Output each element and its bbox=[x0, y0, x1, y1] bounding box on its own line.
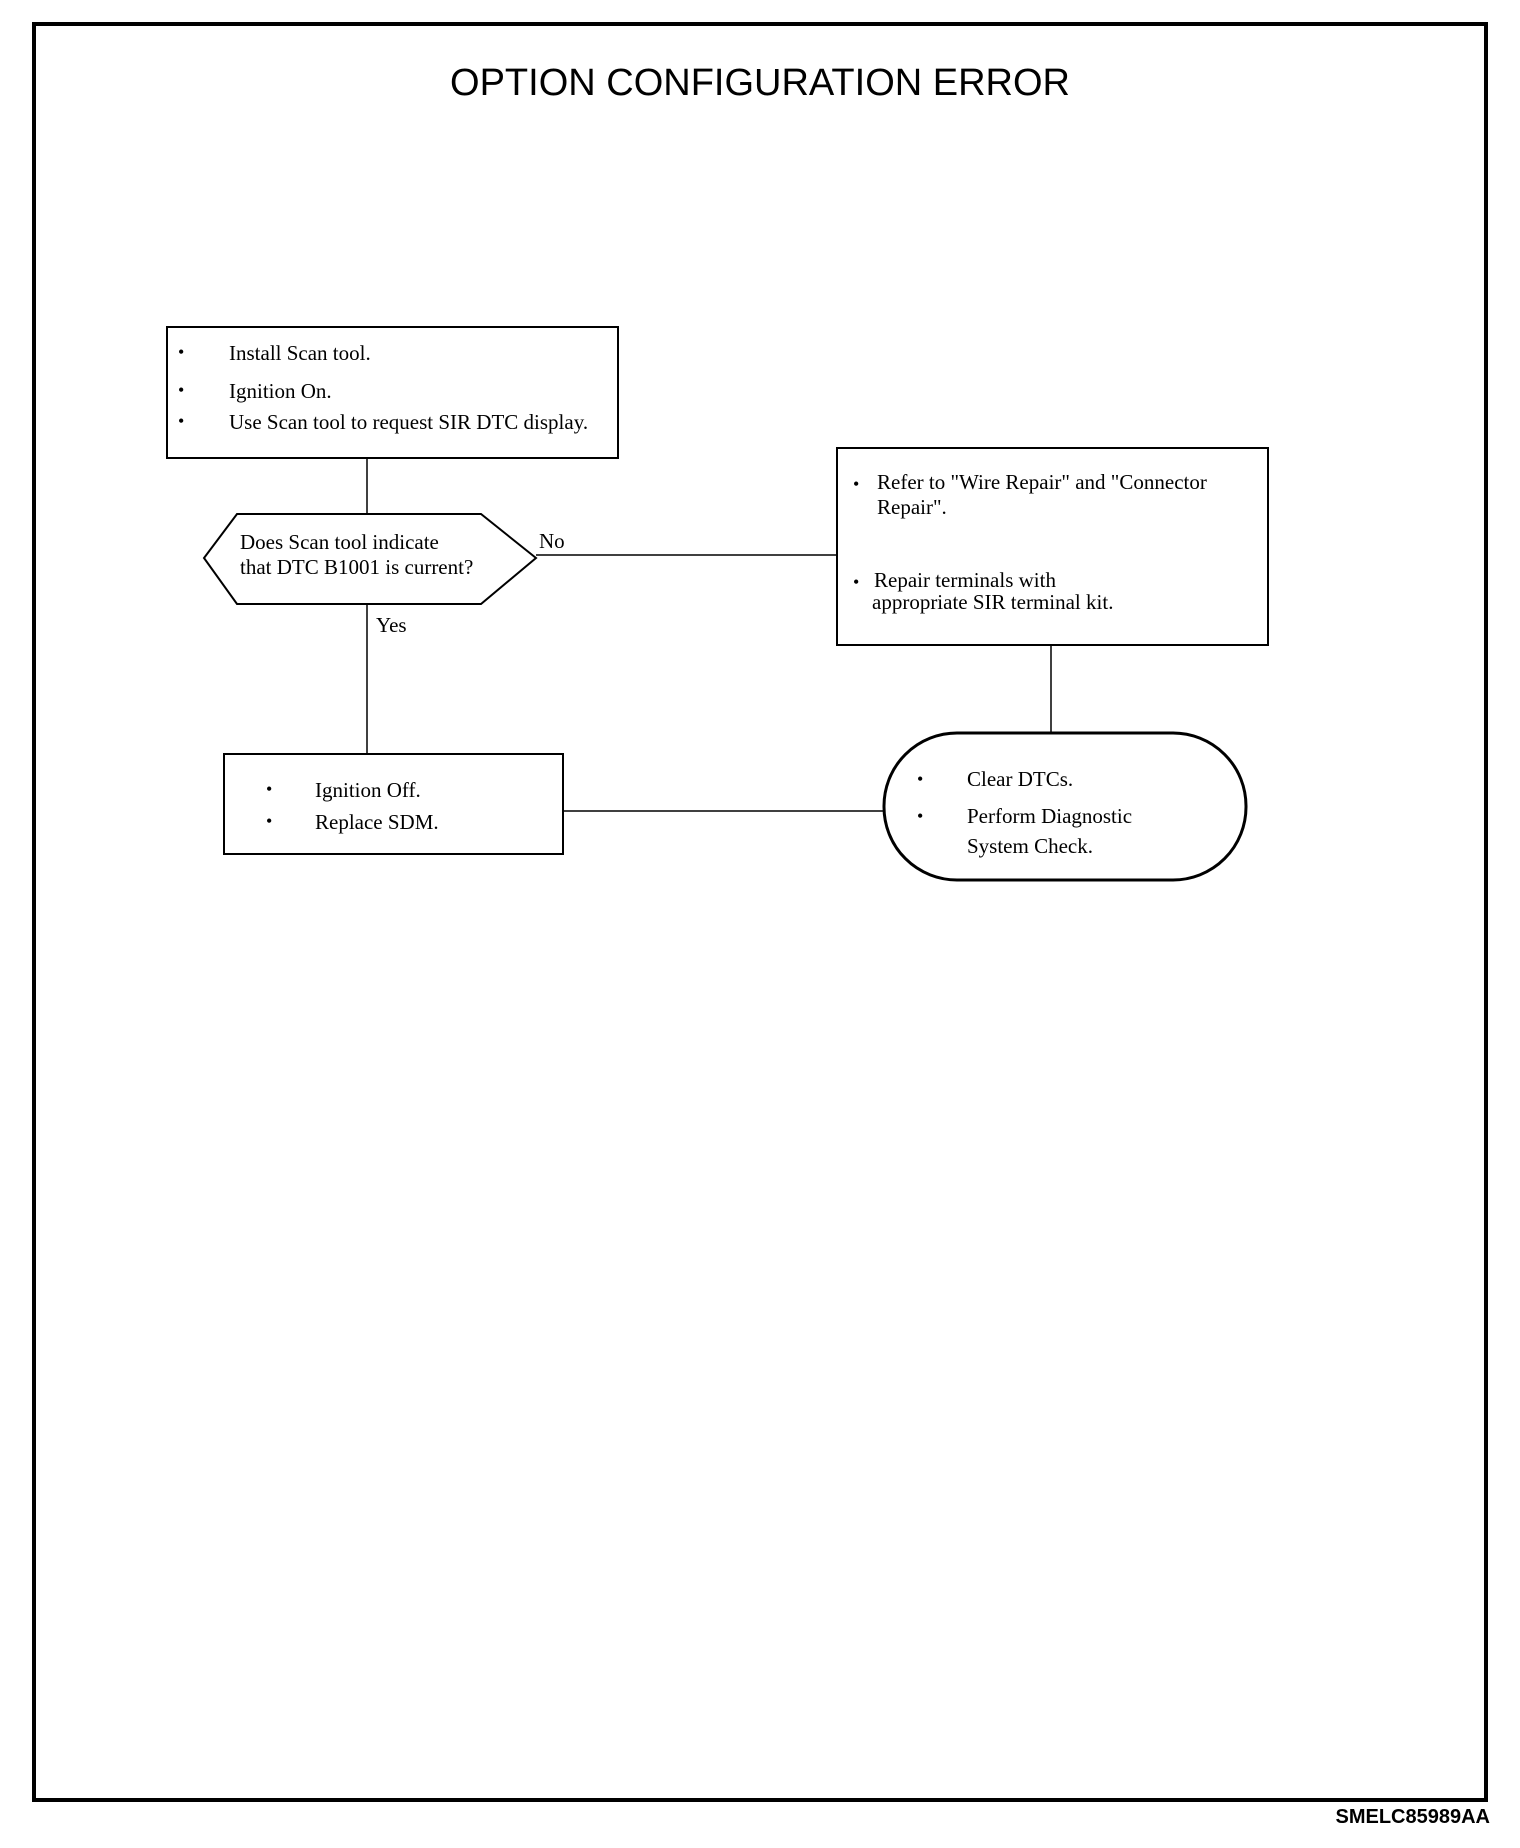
yes-label: Yes bbox=[376, 613, 407, 637]
yes-item-1: Ignition Off. bbox=[315, 778, 421, 802]
no-label: No bbox=[539, 529, 565, 553]
bullet-icon: • bbox=[853, 572, 860, 592]
decision-question-line-2: that DTC B1001 is current? bbox=[240, 555, 474, 579]
bullet-icon: • bbox=[853, 474, 860, 494]
no-item-2-line-2: appropriate SIR terminal kit. bbox=[872, 590, 1114, 614]
yes-box bbox=[223, 753, 564, 855]
start-item-2: Ignition On. bbox=[229, 379, 332, 403]
figure-code: SMELC85989AA bbox=[1335, 1806, 1490, 1828]
bullet-icon: • bbox=[178, 380, 185, 400]
end-item-2-line-1: Perform Diagnostic bbox=[967, 804, 1133, 828]
end-item-2-line-2: System Check. bbox=[967, 834, 1093, 858]
no-item-2-line-1: Repair terminals with bbox=[874, 568, 1056, 592]
no-item-1-line-2: Repair". bbox=[877, 495, 947, 519]
decision-shape bbox=[202, 513, 538, 605]
end-item-1: Clear DTCs. bbox=[967, 767, 1074, 791]
no-box bbox=[836, 447, 1269, 646]
no-item-1-line-1: Refer to "Wire Repair" and "Connector bbox=[877, 470, 1207, 494]
start-item-1: Install Scan tool. bbox=[229, 341, 371, 365]
page-title: OPTION CONFIGURATION ERROR bbox=[450, 62, 1070, 104]
bullet-icon: • bbox=[917, 769, 924, 789]
end-terminator bbox=[882, 731, 1248, 882]
bullet-icon: • bbox=[266, 811, 273, 831]
bullet-icon: • bbox=[178, 411, 185, 431]
bullet-icon: • bbox=[266, 779, 273, 799]
page-border bbox=[32, 22, 1488, 1802]
start-box bbox=[166, 326, 619, 459]
bullet-icon: • bbox=[917, 806, 924, 826]
decision-question-line-1: Does Scan tool indicate bbox=[240, 530, 439, 554]
yes-item-2: Replace SDM. bbox=[315, 810, 439, 834]
start-item-3: Use Scan tool to request SIR DTC display… bbox=[229, 410, 589, 434]
bullet-icon: • bbox=[178, 342, 185, 362]
